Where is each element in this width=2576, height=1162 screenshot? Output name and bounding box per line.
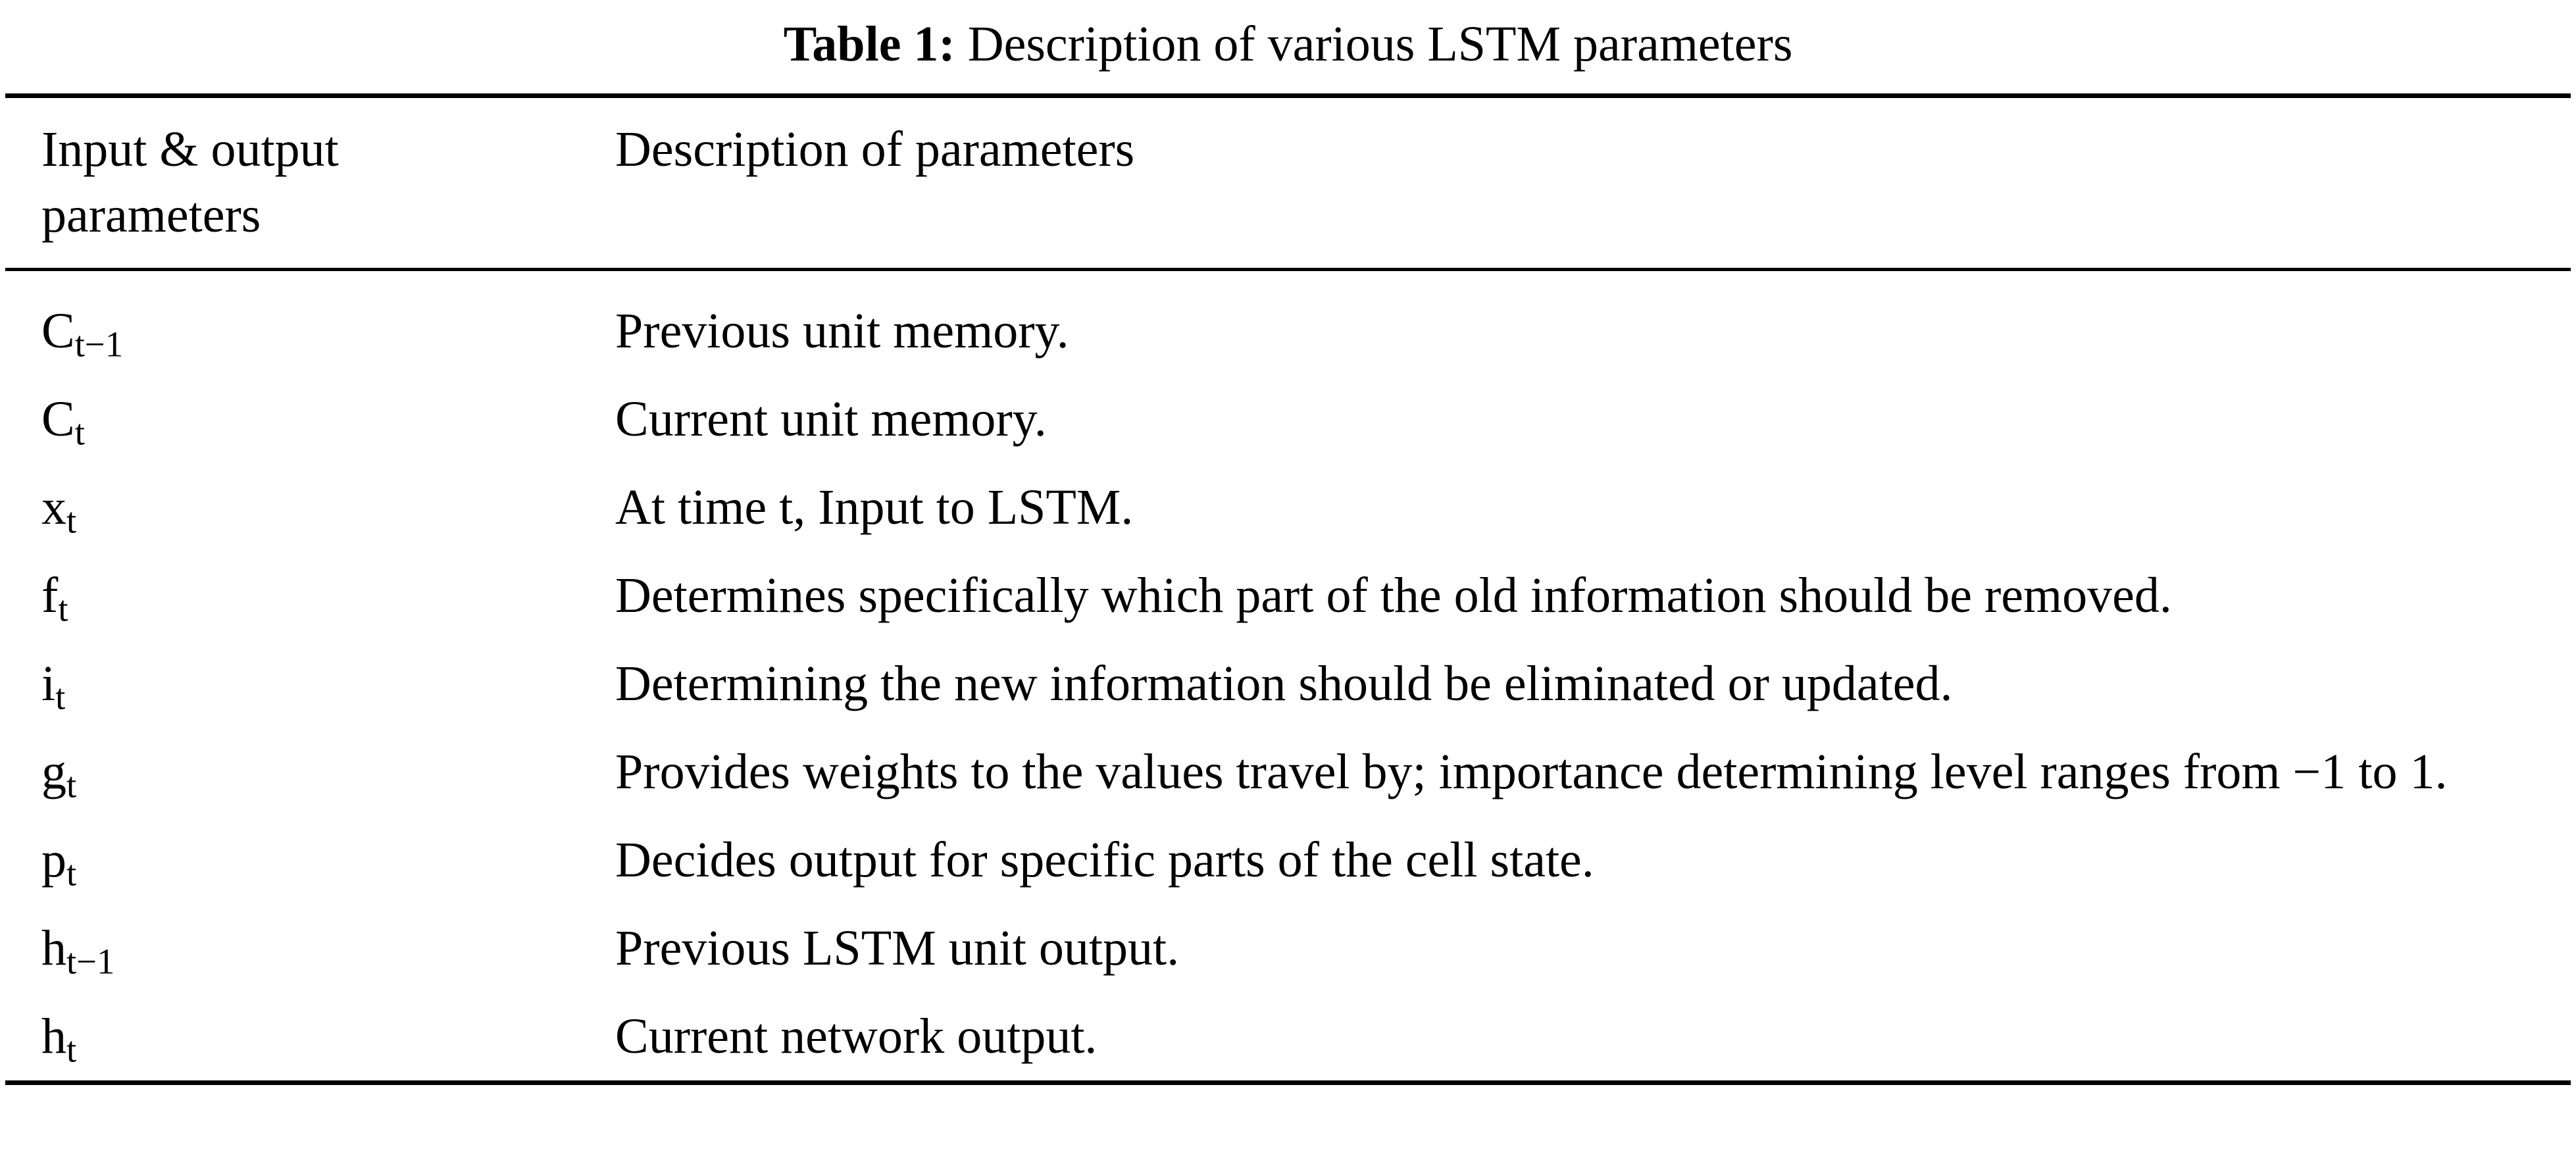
parameter-subscript: t bbox=[74, 412, 85, 453]
table-row: ht−1 Previous LSTM unit output. bbox=[5, 904, 2571, 992]
parameter-symbol: p bbox=[41, 832, 66, 888]
parameter-description: Current network output. bbox=[615, 1009, 1098, 1064]
parameter-symbol: C bbox=[41, 392, 75, 447]
parameter-cell: ht−1 bbox=[5, 915, 615, 981]
parameter-cell: Ct−1 bbox=[5, 298, 615, 364]
parameter-symbol: i bbox=[41, 656, 56, 711]
parameter-subscript: t bbox=[66, 853, 77, 894]
parameter-symbol: f bbox=[41, 568, 59, 623]
table-caption-text: Description of various LSTM parameters bbox=[967, 16, 1793, 72]
parameter-cell: pt bbox=[5, 827, 615, 893]
parameter-description: At time t, Input to LSTM. bbox=[615, 480, 1134, 535]
parameter-description: Provides weights to the values travel by… bbox=[615, 744, 2448, 799]
table-row: pt Decides output for specific parts of … bbox=[5, 816, 2571, 904]
table-row: Ct−1 Previous unit memory. bbox=[5, 287, 2571, 375]
table-row: gt Provides weights to the values travel… bbox=[5, 728, 2571, 816]
parameter-symbol: C bbox=[41, 303, 75, 359]
parameter-subscript: t−1 bbox=[66, 941, 115, 982]
header-row: Input & output parameters Description of… bbox=[5, 116, 2571, 248]
table-row: xt At time t, Input to LSTM. bbox=[5, 463, 2571, 551]
table-caption-label: Table 1: bbox=[783, 16, 955, 72]
parameter-subscript: t bbox=[55, 676, 66, 717]
table-body: Ct−1 Previous unit memory. Ct Current un… bbox=[5, 271, 2571, 1080]
parameter-subscript: t bbox=[66, 500, 77, 541]
parameter-subscript: t bbox=[66, 1029, 77, 1070]
table-header-row: Input & output parameters Description of… bbox=[5, 98, 2571, 271]
table-row: ht Current network output. bbox=[5, 992, 2571, 1080]
header-description-column: Description of parameters bbox=[615, 122, 1135, 177]
parameter-description: Previous LSTM unit output. bbox=[615, 921, 1180, 976]
parameter-description: Decides output for specific parts of the… bbox=[615, 832, 1594, 888]
parameter-subscript: t bbox=[58, 588, 68, 629]
table-row: ft Determines specifically which part of… bbox=[5, 551, 2571, 640]
table-caption: Table 1: Description of various LSTM par… bbox=[0, 11, 2576, 78]
parameter-symbol: h bbox=[41, 1009, 66, 1064]
parameter-subscript: t−1 bbox=[74, 324, 124, 365]
table-row: it Determining the new information shoul… bbox=[5, 640, 2571, 728]
parameter-symbol: h bbox=[41, 921, 66, 976]
parameter-description: Determines specifically which part of th… bbox=[615, 568, 2172, 623]
parameter-subscript: t bbox=[66, 765, 77, 805]
parameter-cell: ft bbox=[5, 563, 615, 628]
parameter-cell: gt bbox=[5, 739, 615, 805]
parameter-cell: it bbox=[5, 651, 615, 717]
table-row: Ct Current unit memory. bbox=[5, 375, 2571, 463]
parameter-description: Determining the new information should b… bbox=[615, 656, 1953, 711]
parameter-cell: Ct bbox=[5, 386, 615, 452]
parameter-description: Current unit memory. bbox=[615, 392, 1047, 447]
parameter-symbol: g bbox=[41, 744, 66, 799]
lstm-parameters-table: Input & output parameters Description of… bbox=[5, 93, 2571, 1085]
parameter-cell: xt bbox=[5, 474, 615, 540]
parameter-cell: ht bbox=[5, 1003, 615, 1069]
parameter-symbol: x bbox=[41, 480, 66, 535]
header-param-column: Input & output parameters bbox=[41, 122, 339, 243]
parameter-description: Previous unit memory. bbox=[615, 303, 1069, 359]
